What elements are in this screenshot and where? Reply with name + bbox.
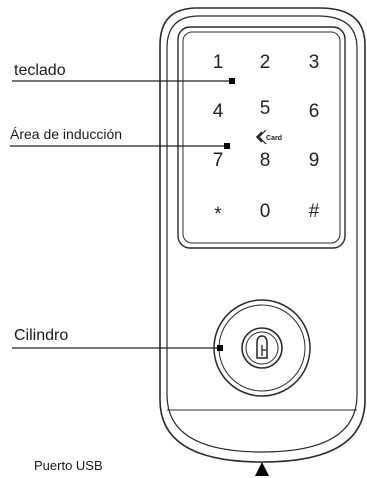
key-0[interactable]: 0 xyxy=(260,201,271,222)
marker-induction-area xyxy=(224,143,230,149)
keypad-panel-inner xyxy=(182,31,341,244)
key-cylinder[interactable] xyxy=(241,327,283,369)
key-cylinder-inner xyxy=(245,331,279,365)
label-usb-port: Puerto USB xyxy=(34,458,103,473)
label-keypad: teclado xyxy=(14,62,66,79)
label-induction-area: Área de inducción xyxy=(10,126,122,142)
key-4[interactable]: 4 xyxy=(213,101,224,122)
key-hash[interactable]: # xyxy=(309,201,320,222)
keyhole-icon xyxy=(256,335,268,359)
card-logo-text: Card xyxy=(266,135,282,142)
marker-keypad xyxy=(229,78,235,84)
marker-cylinder xyxy=(217,345,223,351)
key-1[interactable]: 1 xyxy=(213,52,224,73)
key-6[interactable]: 6 xyxy=(309,101,320,122)
key-star[interactable]: * xyxy=(214,204,222,225)
key-8[interactable]: 8 xyxy=(260,150,271,171)
key-9[interactable]: 9 xyxy=(309,150,320,171)
lock-body-outer xyxy=(159,7,366,463)
label-cylinder: Cilindro xyxy=(14,327,68,344)
key-7[interactable]: 7 xyxy=(213,150,224,171)
key-5[interactable]: 5 xyxy=(260,98,271,119)
keypad-keys: 1 2 3 4 5 6 7 8 9 * 0 # xyxy=(213,52,320,225)
key-3[interactable]: 3 xyxy=(309,52,320,73)
usb-port-arrow-icon xyxy=(255,462,269,476)
card-logo-icon: Card xyxy=(255,129,282,145)
keypad-panel-outer xyxy=(177,26,346,249)
lock-body-inner xyxy=(166,15,358,453)
key-2[interactable]: 2 xyxy=(260,52,271,73)
